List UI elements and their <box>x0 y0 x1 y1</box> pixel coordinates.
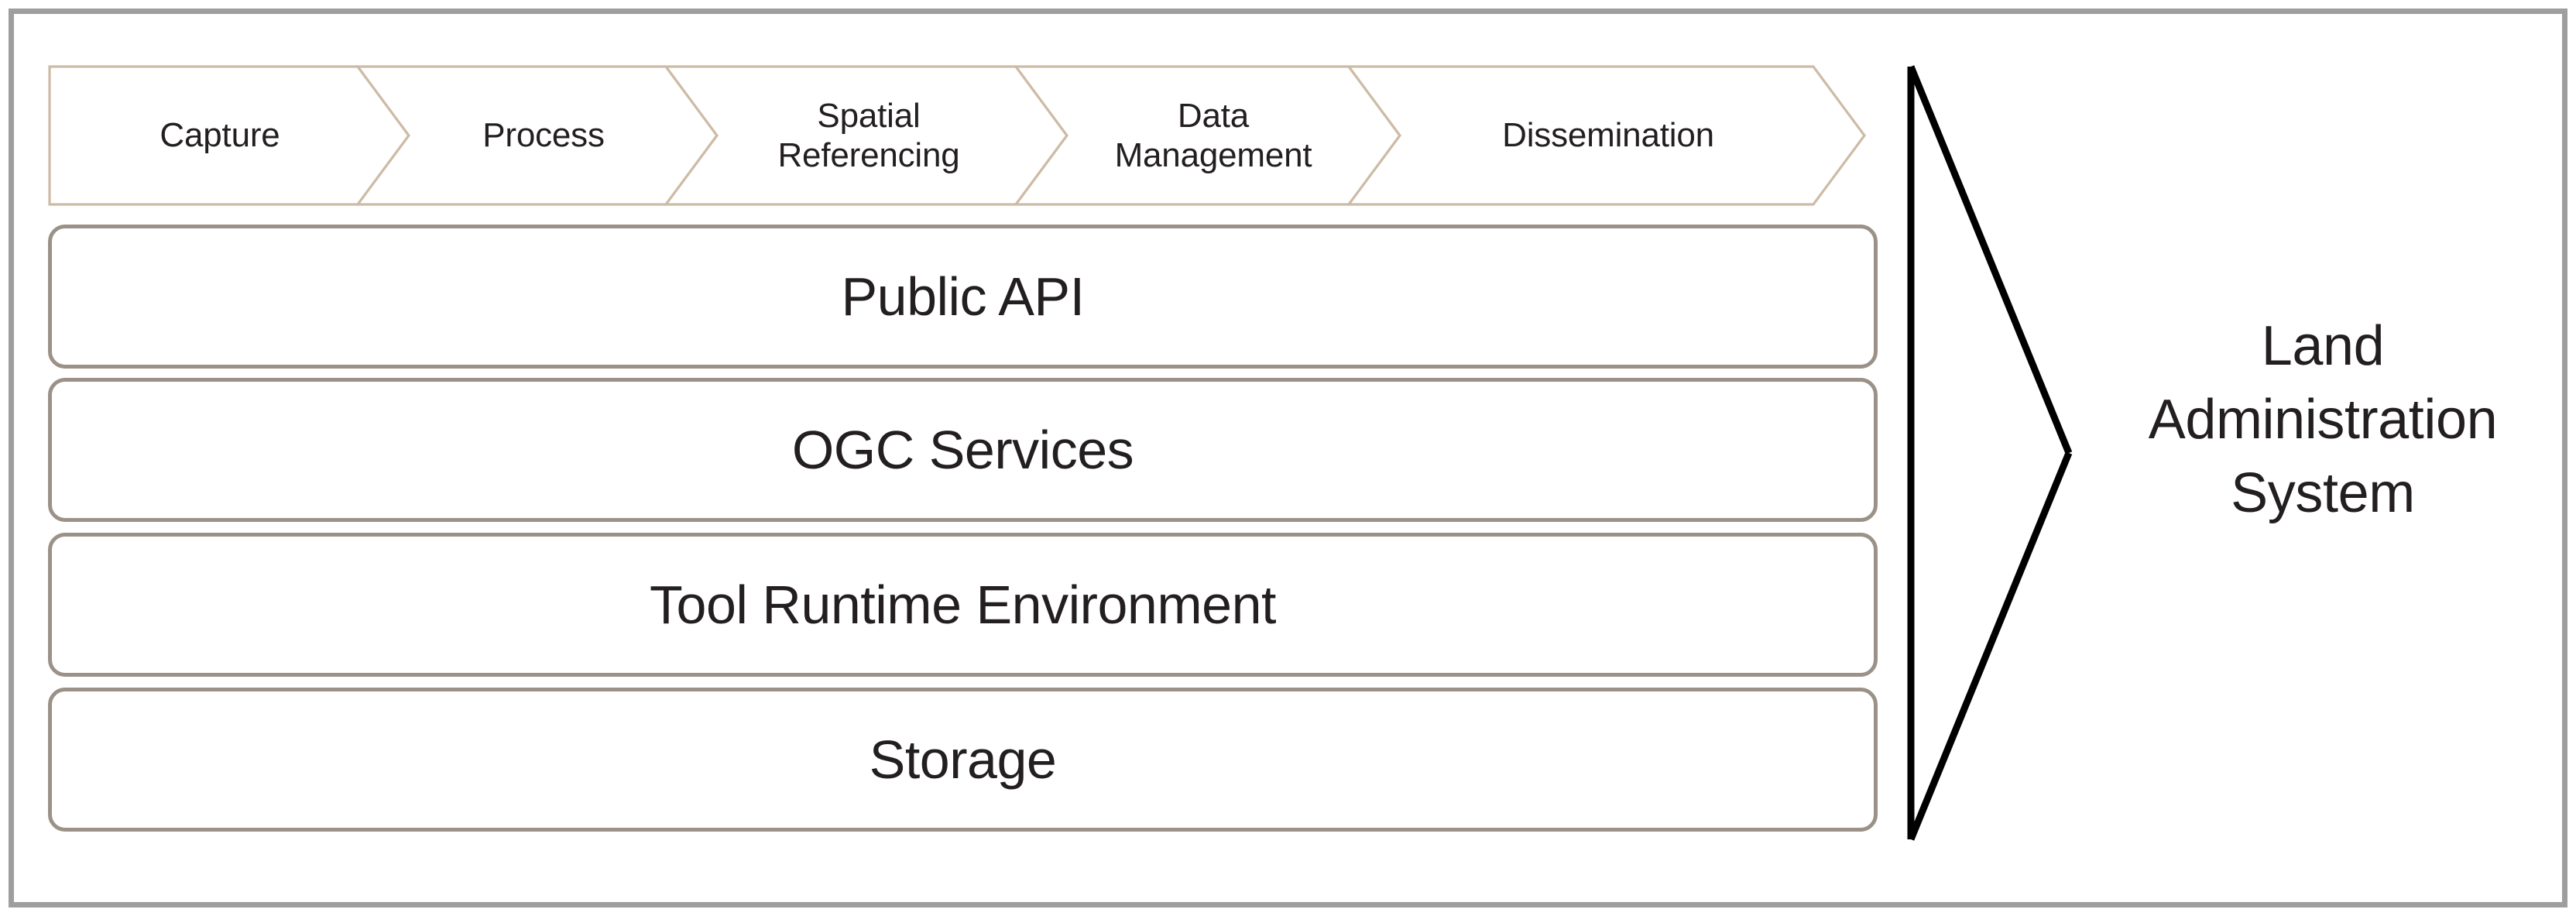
pipeline-chevron-band: Capture Process Spatial Referencing Data… <box>48 65 1866 206</box>
system-caption-line-2: Administration <box>2148 389 2498 451</box>
layer-label-tool-runtime-environment: Tool Runtime Environment <box>650 575 1276 635</box>
chevron-step-capture[interactable] <box>48 65 410 206</box>
layer-box-tool-runtime-environment[interactable]: Tool Runtime Environment <box>48 533 1878 677</box>
chevron-step-spatial-referencing[interactable] <box>663 65 1068 206</box>
layer-box-public-api[interactable]: Public API <box>48 225 1878 369</box>
grouping-bracket-svg <box>1907 65 2073 841</box>
system-caption-line-3: System <box>2231 462 2415 525</box>
bracket-upper-diagonal <box>1907 65 2073 455</box>
chevron-step-dissemination[interactable] <box>1346 65 1866 206</box>
layer-box-storage[interactable]: Storage <box>48 688 1878 832</box>
pipeline-chevron-svg <box>48 65 1866 206</box>
layer-label-ogc-services: OGC Services <box>791 420 1134 480</box>
grouping-bracket <box>1897 62 2091 844</box>
chevron-step-data-management[interactable] <box>1013 65 1401 206</box>
system-caption: Land Administration System <box>2091 310 2555 530</box>
system-caption-line-1: Land <box>2261 315 2385 377</box>
layer-box-ogc-services[interactable]: OGC Services <box>48 378 1878 522</box>
layer-label-public-api: Public API <box>841 266 1085 327</box>
bracket-lower-diagonal <box>1907 451 2073 841</box>
layer-label-storage: Storage <box>869 729 1057 790</box>
chevron-step-process[interactable] <box>355 65 719 206</box>
